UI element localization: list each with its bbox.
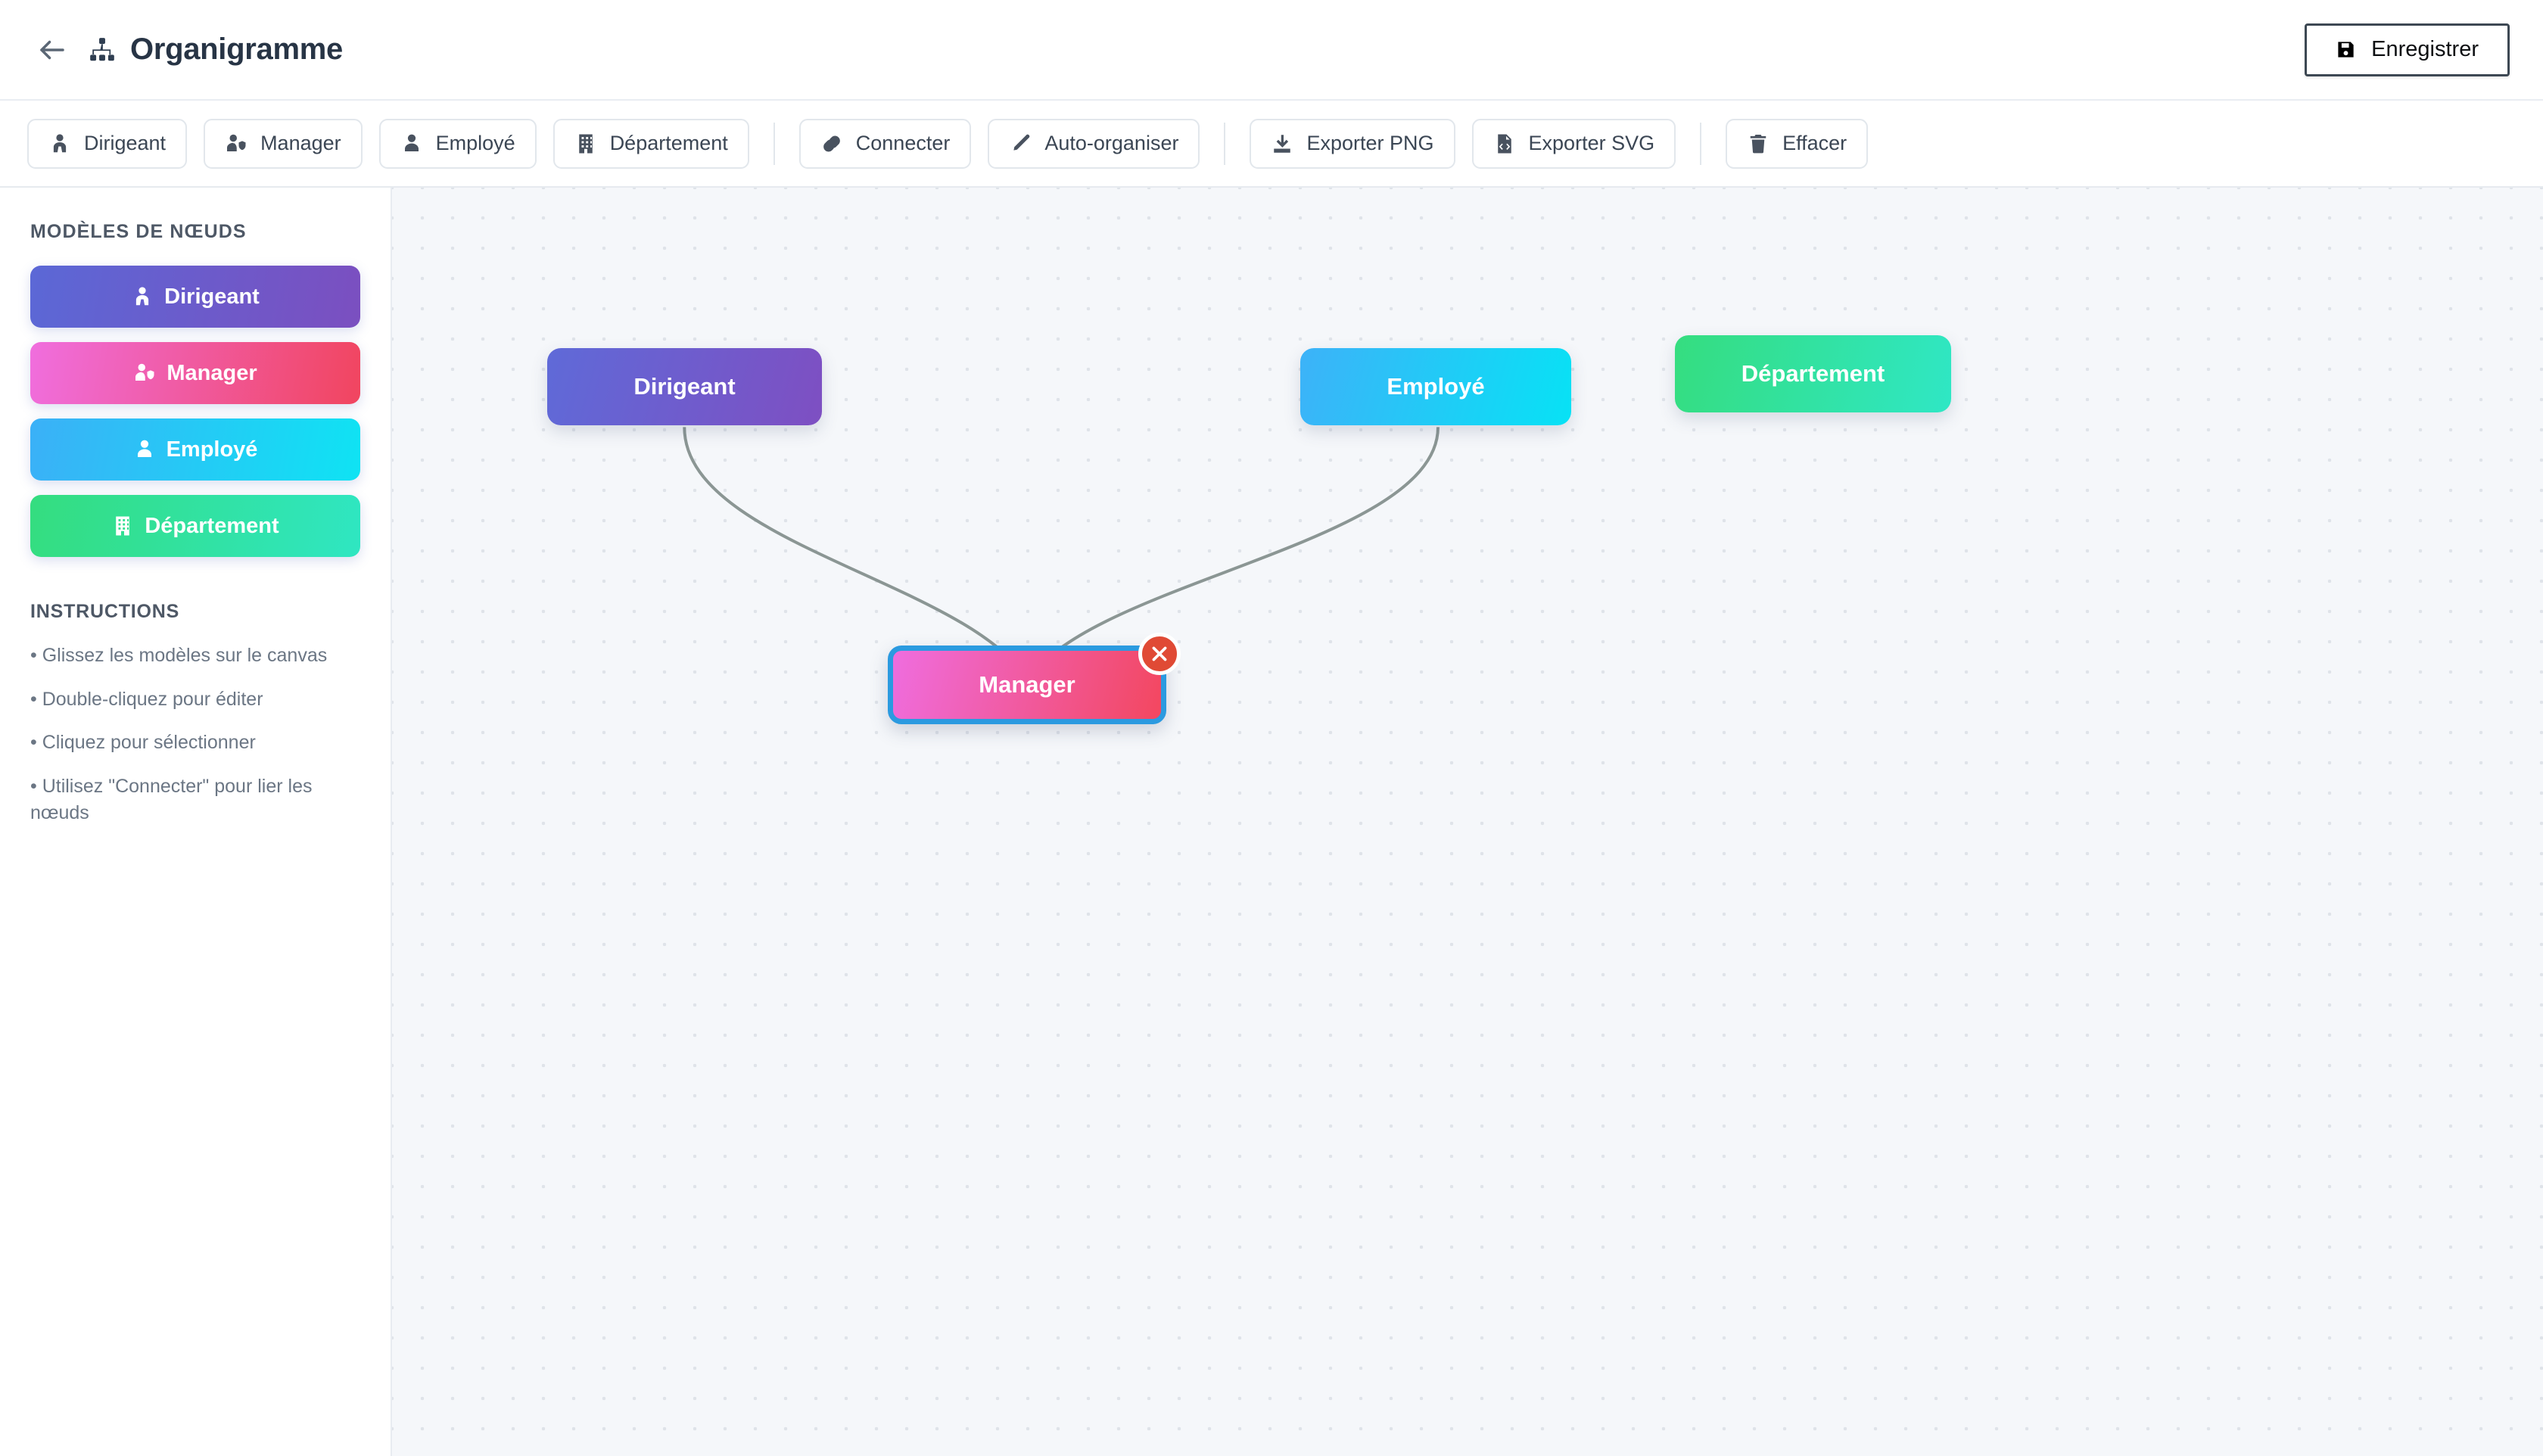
toolbar-button-connecter[interactable]: Connecter bbox=[798, 118, 972, 169]
toolbar-button-label: Exporter SVG bbox=[1528, 132, 1655, 154]
canvas-node-label: Manager bbox=[979, 671, 1075, 698]
close-x-icon bbox=[1150, 644, 1169, 664]
toolbar-button-dirigeant[interactable]: Dirigeant bbox=[27, 118, 188, 169]
node-template-departement[interactable]: Département bbox=[30, 495, 360, 557]
canvas-node-label: Département bbox=[1741, 360, 1885, 387]
toolbar-button-label: Effacer bbox=[1782, 132, 1847, 154]
user-shield-icon bbox=[133, 362, 156, 384]
canvas-node-manager[interactable]: Manager bbox=[888, 633, 1181, 724]
user-tie-icon bbox=[48, 132, 71, 155]
node-template-label: Département bbox=[145, 513, 279, 538]
instruction-item: • Double-cliquez pour éditer bbox=[30, 688, 263, 710]
delete-node-button[interactable] bbox=[1138, 633, 1181, 675]
toolbar-divider bbox=[773, 122, 775, 165]
node-templates-heading: MODÈLES DE NŒUDS bbox=[30, 221, 247, 242]
toolbar-button-employe[interactable]: Employé bbox=[378, 118, 537, 169]
save-button[interactable]: Enregistrer bbox=[2305, 23, 2510, 76]
edge-employe-manager bbox=[1026, 427, 1440, 684]
toolbar-button-label: Employé bbox=[435, 132, 515, 154]
sidebar: MODÈLES DE NŒUDS Dirigeant Manager bbox=[0, 188, 392, 1456]
instructions-list: • Glissez les modèles sur le canvas • Do… bbox=[30, 642, 360, 827]
trash-icon bbox=[1747, 132, 1770, 155]
user-icon bbox=[133, 438, 156, 461]
save-button-label: Enregistrer bbox=[2371, 37, 2479, 61]
toolbar-button-auto-organiser[interactable]: Auto-organiser bbox=[988, 118, 1200, 169]
node-template-manager[interactable]: Manager bbox=[30, 342, 360, 404]
toolbar-button-label: Département bbox=[609, 132, 728, 154]
wand-icon bbox=[1009, 132, 1032, 155]
instruction-item: • Utilisez "Connecter" pour lier les nœu… bbox=[30, 775, 313, 824]
toolbar-button-exporter-svg[interactable]: Exporter SVG bbox=[1471, 118, 1676, 169]
user-tie-icon bbox=[131, 285, 154, 308]
node-template-label: Employé bbox=[166, 437, 258, 462]
toolbar-divider bbox=[1224, 122, 1226, 165]
user-icon bbox=[400, 132, 423, 155]
download-icon bbox=[1271, 132, 1293, 155]
edge-dirigeant-manager bbox=[683, 427, 1030, 684]
link-icon bbox=[820, 132, 843, 155]
canvas-node-label: Employé bbox=[1387, 373, 1485, 400]
node-template-label: Dirigeant bbox=[164, 284, 260, 309]
body-row: MODÈLES DE NŒUDS Dirigeant Manager bbox=[0, 188, 2543, 1456]
toolbar: Dirigeant Manager Employé Département bbox=[0, 101, 2543, 188]
toolbar-button-label: Auto-organiser bbox=[1044, 132, 1179, 154]
instruction-item: • Glissez les modèles sur le canvas bbox=[30, 645, 328, 666]
save-disk-icon bbox=[2336, 39, 2356, 60]
canvas-node-dirigeant[interactable]: Dirigeant bbox=[547, 348, 822, 425]
page-title: Organigramme bbox=[130, 33, 343, 66]
arrow-left-icon bbox=[36, 34, 68, 66]
toolbar-button-label: Dirigeant bbox=[84, 132, 167, 154]
building-icon bbox=[111, 515, 134, 537]
toolbar-button-label: Exporter PNG bbox=[1306, 132, 1434, 154]
toolbar-button-manager[interactable]: Manager bbox=[204, 118, 363, 169]
canvas-node-employe[interactable]: Employé bbox=[1300, 348, 1571, 425]
org-chart-canvas[interactable]: Dirigeant Employé Département Manager bbox=[392, 188, 2543, 1456]
instruction-item: • Cliquez pour sélectionner bbox=[30, 732, 256, 753]
org-chart-icon bbox=[88, 36, 117, 64]
file-code-icon bbox=[1493, 132, 1516, 155]
back-button[interactable] bbox=[30, 28, 74, 72]
node-template-dirigeant[interactable]: Dirigeant bbox=[30, 266, 360, 328]
node-template-label: Manager bbox=[167, 360, 257, 385]
building-icon bbox=[574, 132, 597, 155]
toolbar-button-exporter-png[interactable]: Exporter PNG bbox=[1250, 118, 1455, 169]
instructions-heading: INSTRUCTIONS bbox=[30, 601, 180, 622]
toolbar-button-effacer[interactable]: Effacer bbox=[1726, 118, 1869, 169]
node-template-list: Dirigeant Manager Employé bbox=[30, 266, 360, 557]
user-shield-icon bbox=[225, 132, 247, 155]
canvas-node-label: Dirigeant bbox=[633, 373, 736, 400]
toolbar-button-departement[interactable]: Département bbox=[552, 118, 749, 169]
canvas-node-departement[interactable]: Département bbox=[1675, 335, 1951, 412]
toolbar-divider bbox=[1700, 122, 1702, 165]
toolbar-button-label: Manager bbox=[260, 132, 341, 154]
app-header: Organigramme Enregistrer bbox=[0, 0, 2543, 101]
page-title-group: Organigramme bbox=[88, 33, 343, 67]
node-template-employe[interactable]: Employé bbox=[30, 418, 360, 481]
toolbar-button-label: Connecter bbox=[855, 132, 951, 154]
